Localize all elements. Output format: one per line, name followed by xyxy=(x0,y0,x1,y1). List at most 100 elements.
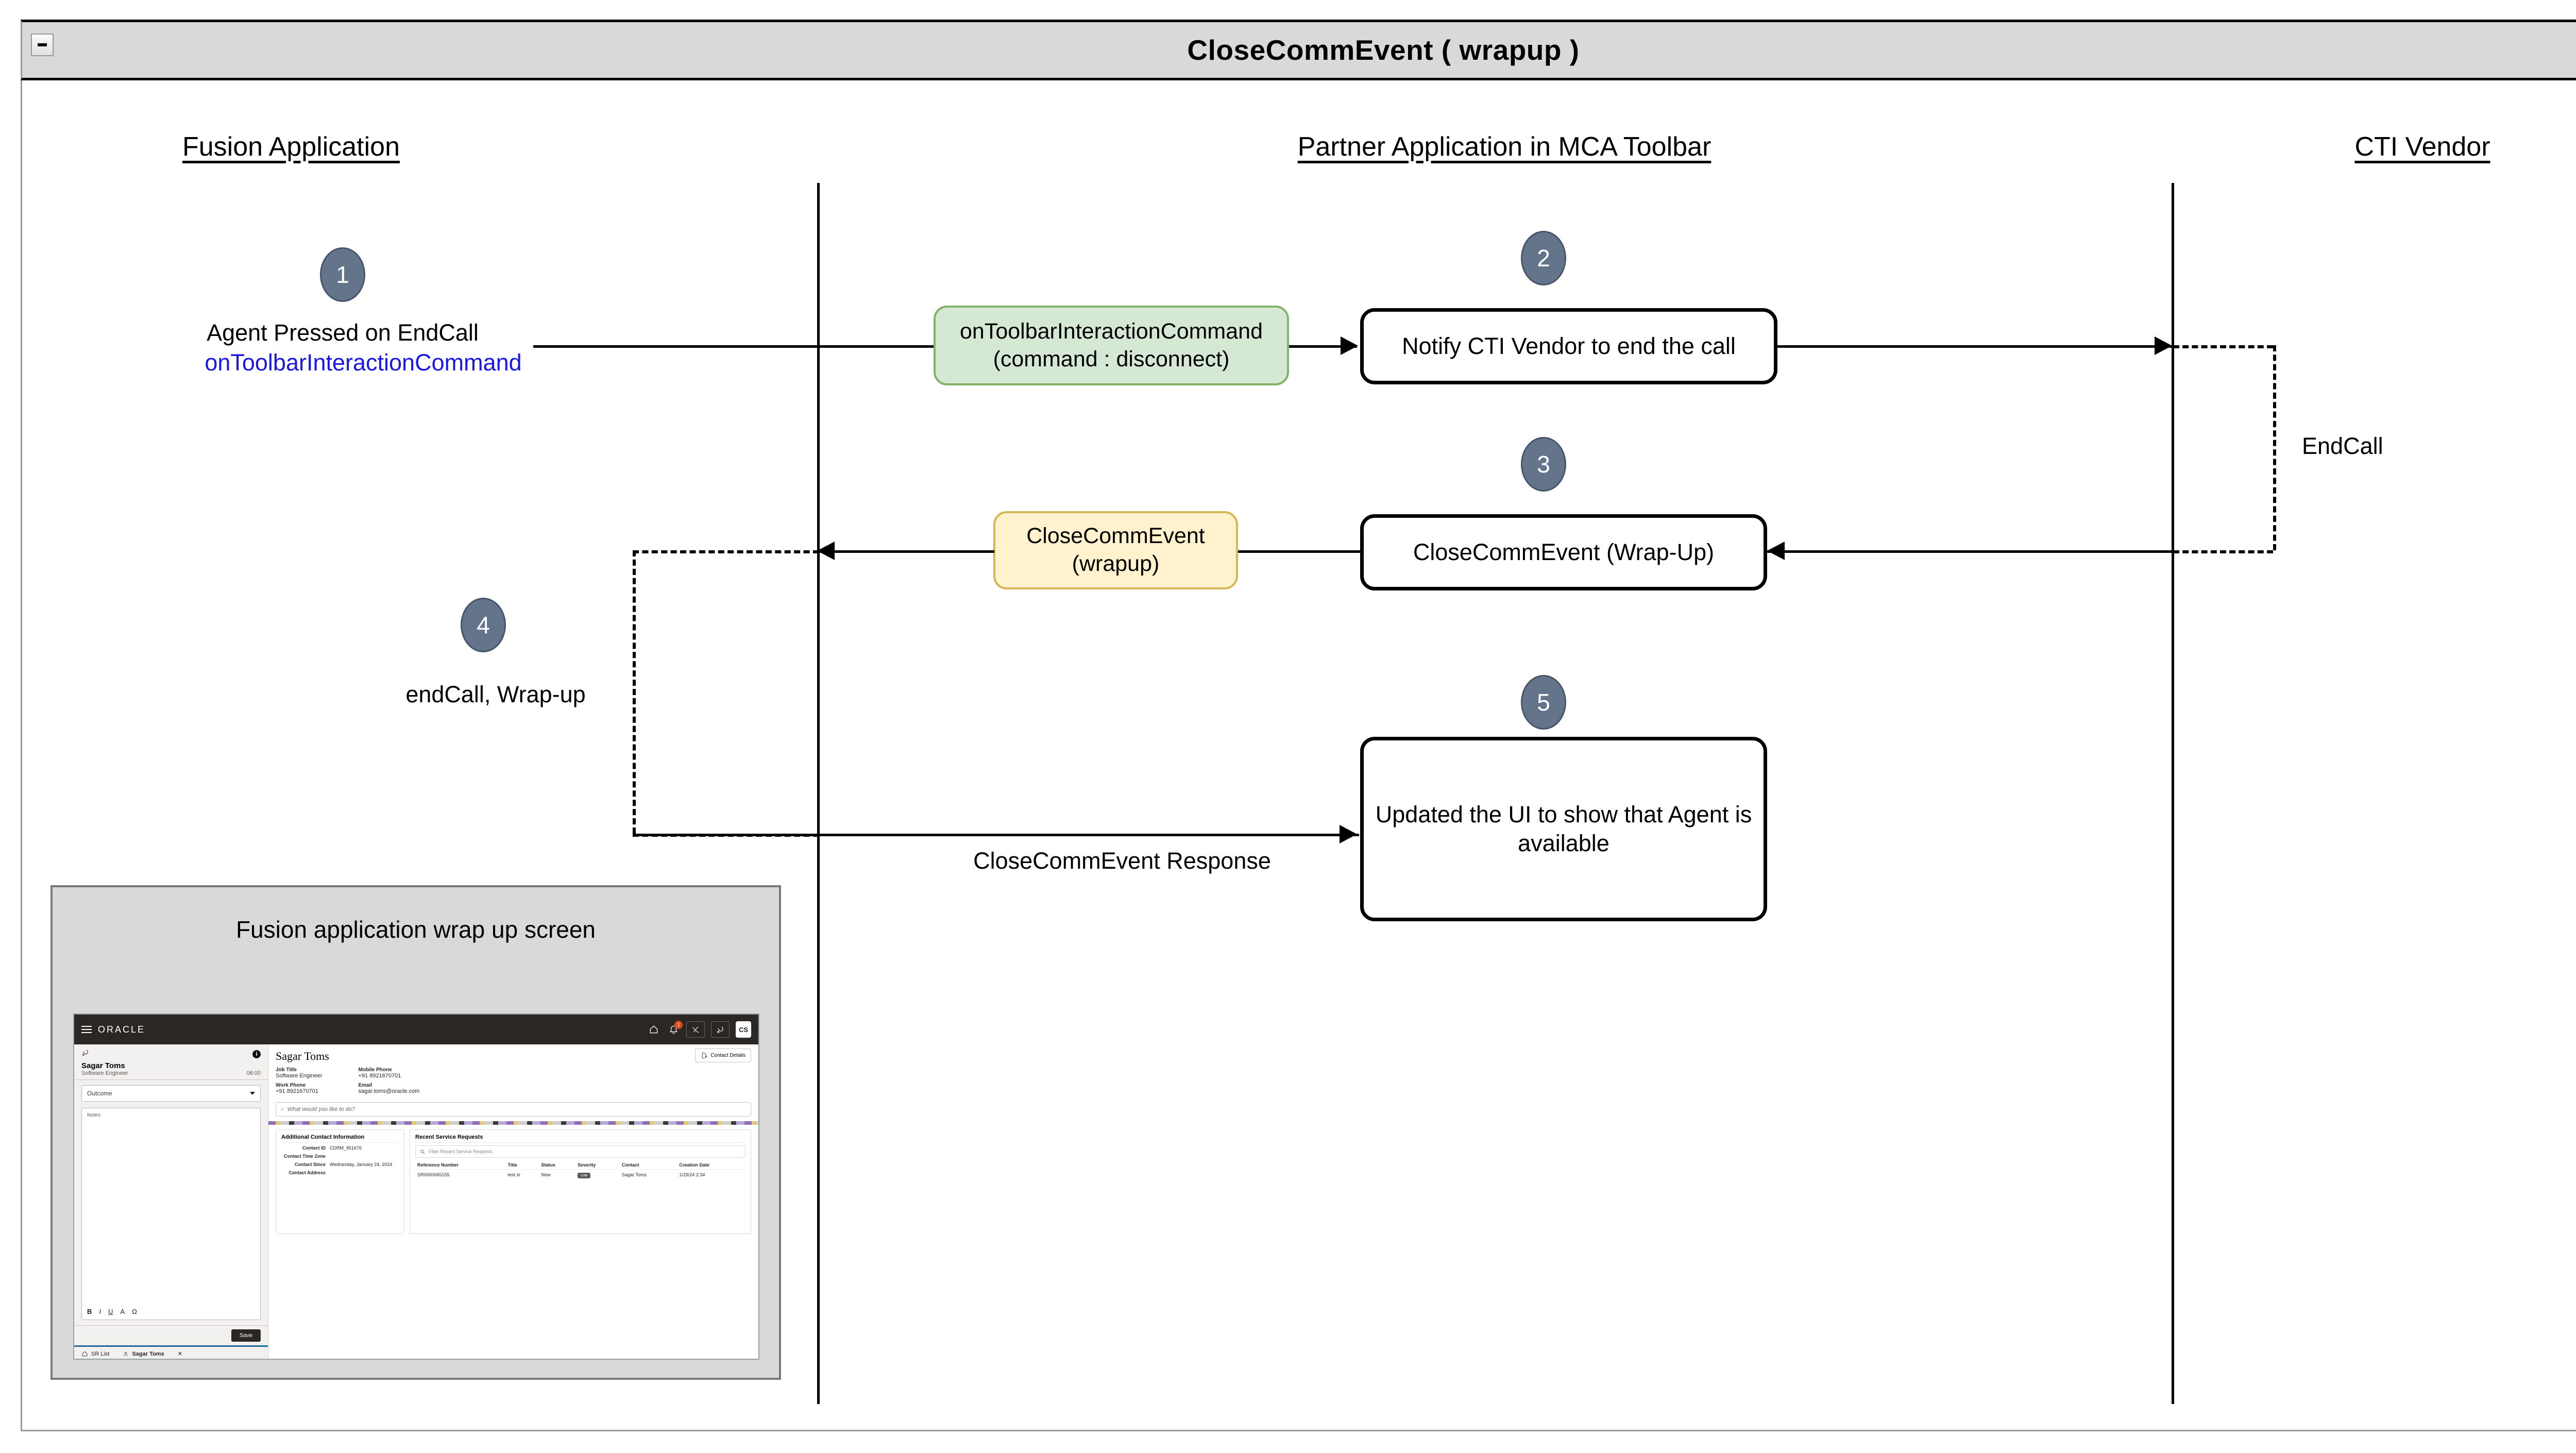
step-4-caption: endCall, Wrap-up xyxy=(405,681,586,707)
endcall-label: EndCall xyxy=(2302,433,2383,459)
step-badge-5: 5 xyxy=(1521,675,1566,730)
lifeline-header-fusion: Fusion Application xyxy=(182,132,400,162)
rsr-col-severity[interactable]: Severity xyxy=(575,1161,620,1170)
bell-icon[interactable]: 1 xyxy=(667,1021,683,1036)
message-arrow-3b xyxy=(817,542,835,560)
action-search-input[interactable]: › What would you like to do? xyxy=(276,1102,751,1117)
message-line-1a xyxy=(533,345,935,348)
rsr-cell-title: test sr xyxy=(507,1172,521,1177)
note-green-line-1: onToolbarInteractionCommand xyxy=(960,318,1263,344)
field-label-job-title: Job Title xyxy=(276,1067,297,1073)
aci-key-contact-id: Contact ID xyxy=(302,1145,326,1151)
fusion-app-window: ORACLE 1 CS xyxy=(73,1013,759,1360)
page-title: CloseCommEvent ( wrapup ) xyxy=(1187,34,1580,66)
outcome-select[interactable]: Outcome xyxy=(81,1085,261,1102)
field-label-mobile-phone: Mobile Phone xyxy=(358,1067,392,1073)
step-badge-2: 2 xyxy=(1521,231,1566,285)
close-icon[interactable]: ✕ xyxy=(177,1351,182,1357)
screenshot-title: Fusion application wrap up screen xyxy=(235,916,596,943)
collapse-minus-icon[interactable] xyxy=(31,33,54,56)
step-3-box: CloseCommEvent (Wrap-Up) xyxy=(1360,514,1767,590)
field-label-email: Email xyxy=(358,1083,372,1088)
aci-key-contact-since: Contact Since xyxy=(294,1162,326,1167)
endcall-loop-top xyxy=(2173,345,2273,348)
tab-sr-list[interactable]: SR List xyxy=(81,1350,109,1357)
notes-toolbar: B I U A Ω xyxy=(87,1308,255,1315)
avatar[interactable]: CS xyxy=(736,1021,751,1038)
call-timer: 06:00 xyxy=(246,1070,261,1076)
chevron-right-icon: › xyxy=(281,1106,283,1112)
bell-count-badge: 1 xyxy=(674,1021,683,1029)
lifeline-fusion xyxy=(817,183,820,1404)
message-line-1b xyxy=(1289,345,1357,348)
additional-contact-card: Additional Contact Information Contact I… xyxy=(276,1129,404,1234)
message-line-5 xyxy=(633,834,1359,836)
rsr-col-contact: Contact xyxy=(619,1161,677,1170)
rsr-col-reference: Reference Number xyxy=(415,1161,506,1170)
special-char-icon[interactable]: Ω xyxy=(132,1308,137,1315)
home-icon[interactable] xyxy=(647,1023,660,1036)
message-arrow-2 xyxy=(2155,336,2172,355)
field-value-mobile-phone: +91 8921670701 xyxy=(358,1073,401,1079)
aci-value-contact-since: Wednesday, January 24, 2024 xyxy=(330,1162,393,1167)
info-icon[interactable]: i xyxy=(252,1050,261,1058)
rsr-col-title[interactable]: Title xyxy=(505,1161,539,1170)
document-edit-icon xyxy=(702,1053,707,1058)
step-5-box: Updated the UI to show that Agent is ava… xyxy=(1360,737,1767,921)
phone-disconnect-icon[interactable] xyxy=(686,1021,705,1038)
step-badge-4-num: 4 xyxy=(477,612,490,638)
message-line-2 xyxy=(1777,345,2174,348)
phone-icon[interactable] xyxy=(711,1021,730,1038)
notes-label: Notes xyxy=(87,1112,101,1118)
step-badge-3: 3 xyxy=(1521,437,1566,492)
tab-sr-list-label: SR List xyxy=(91,1350,110,1357)
italic-icon[interactable]: I xyxy=(99,1308,101,1315)
lifeline-header-partner: Partner Application in MCA Toolbar xyxy=(1297,132,1711,162)
fusion-loop-left xyxy=(633,550,636,834)
tab-contact-label: Sagar Toms xyxy=(132,1350,164,1357)
lifeline-cti xyxy=(2172,183,2174,1404)
field-value-work-phone: +91 8921670701 xyxy=(276,1088,318,1094)
outcome-select-label: Outcome xyxy=(87,1090,112,1097)
contact-details-button[interactable]: Contact Details xyxy=(695,1049,751,1062)
step-1-subcaption: onToolbarInteractionCommand xyxy=(205,349,522,376)
rsr-table: Reference Number Title Status Severity C… xyxy=(415,1161,745,1180)
phone-icon xyxy=(81,1049,90,1059)
save-button[interactable]: Save xyxy=(231,1329,261,1342)
rsr-col-creation-date: Creation Date xyxy=(677,1161,745,1170)
rsr-col-status[interactable]: Status xyxy=(539,1161,576,1170)
rsr-filter-input[interactable]: Filter Recent Service Requests xyxy=(415,1145,745,1158)
rsr-cell-status: New xyxy=(541,1172,551,1177)
bold-icon[interactable]: B xyxy=(87,1308,92,1315)
status-badge: Low xyxy=(578,1173,591,1178)
note-yellow-line-2: (wrapup) xyxy=(1072,551,1160,576)
decorative-divider xyxy=(268,1121,758,1125)
rsr-cell-severity: Low xyxy=(575,1170,620,1180)
aci-row: Contact Time Zone xyxy=(281,1154,399,1159)
message-line-3b xyxy=(1236,550,1361,553)
step-badge-5-num: 5 xyxy=(1537,689,1550,716)
tab-contact[interactable]: Sagar Toms xyxy=(123,1351,164,1357)
fusion-wrapup-screenshot: Fusion application wrap up screen ORACLE… xyxy=(50,885,781,1380)
aci-value-contact-id: CDRM_951676 xyxy=(330,1145,362,1151)
note-green-ontoolbar: onToolbarInteractionCommand (command : d… xyxy=(934,306,1289,385)
aci-row: Contact Since Wednesday, January 24, 202… xyxy=(281,1162,399,1167)
oracle-brand: ORACLE xyxy=(98,1024,146,1035)
field-value-job-title: Software Engineer xyxy=(276,1073,323,1079)
notes-editor[interactable]: Notes B I U A Ω xyxy=(81,1108,261,1320)
rsr-cell-contact: Sagar Toms xyxy=(621,1172,647,1177)
rsr-filter-placeholder: Filter Recent Service Requests xyxy=(429,1149,493,1154)
rsr-cell-creation-date: 1/29/24 2:34 xyxy=(679,1172,705,1177)
fusion-loop-top xyxy=(633,550,819,553)
app-topbar: ORACLE 1 CS xyxy=(74,1015,758,1044)
step-badge-2-num: 2 xyxy=(1537,245,1550,272)
aci-key-time-zone: Contact Time Zone xyxy=(284,1154,326,1159)
step-badge-4: 4 xyxy=(461,598,506,652)
step-badge-1: 1 xyxy=(320,247,365,302)
rsr-cell-reference[interactable]: SR0000065155 xyxy=(417,1172,450,1177)
caller-name: Sagar Toms xyxy=(81,1061,125,1070)
underline-icon[interactable]: U xyxy=(108,1308,113,1315)
endcall-loop-right xyxy=(2273,345,2276,550)
text-color-icon[interactable]: A xyxy=(120,1308,125,1315)
hamburger-icon[interactable] xyxy=(81,1026,92,1033)
